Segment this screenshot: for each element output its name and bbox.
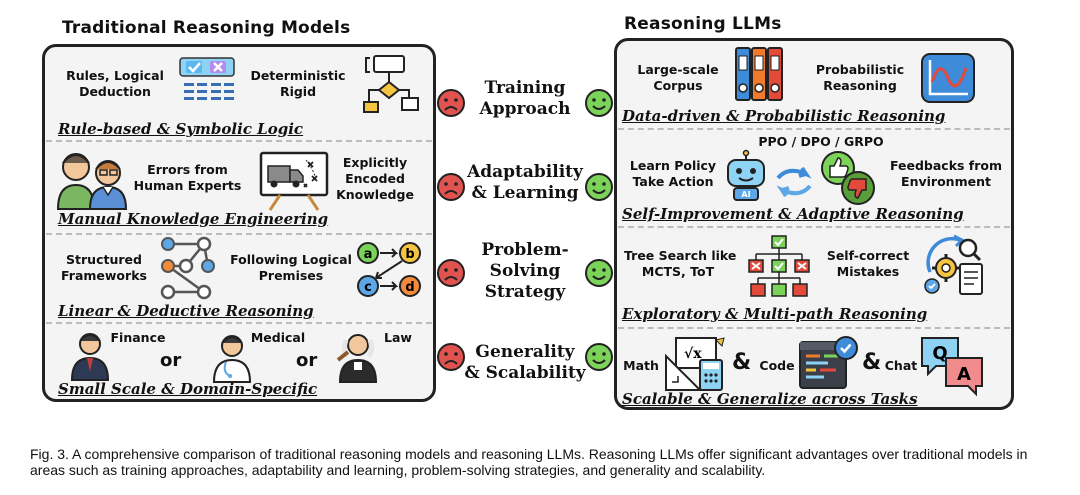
label-code: Code [759, 358, 795, 373]
comparison-problem-solving-strategy: Problem- Solving Strategy [481, 240, 569, 302]
label-medical: Medical [250, 330, 306, 345]
happy-face-icon [585, 259, 613, 287]
happy-face-icon [585, 173, 613, 201]
right-divider-3 [618, 327, 1010, 329]
self-correct-gear-icon [924, 234, 983, 295]
connector-or-1: or [160, 350, 182, 371]
flow-letter-a: a [364, 247, 373, 262]
label-structured-frameworks: Structured Frameworks [61, 252, 147, 283]
label-following-logical-premises: Following Logical Premises [230, 252, 352, 283]
chat-letter-a: A [957, 364, 971, 385]
connector-ampersand-2: & [862, 350, 882, 375]
happy-face-icon [585, 89, 613, 117]
connector-ampersand-1: & [732, 350, 752, 375]
probability-curve-icon [921, 53, 975, 103]
robot-ai-tag: AI [741, 190, 750, 199]
refresh-cycle-icon [776, 166, 812, 198]
label-deterministic-rigid: Deterministic Rigid [250, 68, 346, 99]
label-chat: Chat [884, 358, 918, 373]
label-errors-human-experts: Errors from Human Experts [133, 162, 242, 193]
code-window-icon [799, 336, 858, 389]
label-self-correct-mistakes: Self-correct Mistakes [826, 248, 910, 279]
label-tree-search: Tree Search like MCTS, ToT [624, 248, 737, 279]
label-ppo-dpo-grpo: PPO / DPO / GRPO [758, 134, 884, 149]
label-large-scale-corpus: Large-scale Corpus [637, 62, 719, 93]
network-graph-icon [160, 236, 215, 300]
row-title-linear-deductive: Linear & Deductive Reasoning [58, 302, 314, 320]
happy-face-icon [585, 343, 613, 371]
tree-search-icon [748, 235, 810, 297]
sad-face-icon [437, 343, 465, 371]
chat-bubbles-icon: Q A [921, 337, 983, 397]
label-feedbacks-from-environment: Feedbacks from Environment [889, 158, 1003, 189]
right-panel-title: Reasoning LLMs [624, 14, 782, 34]
checklist-icon [179, 57, 235, 100]
left-panel-title: Traditional Reasoning Models [62, 18, 351, 38]
flow-letter-c: c [364, 280, 372, 295]
row-title-data-driven: Data-driven & Probabilistic Reasoning [622, 107, 946, 125]
sad-face-icon [437, 173, 465, 201]
ai-robot-icon: AI [727, 149, 765, 201]
sad-face-icon [437, 259, 465, 287]
right-divider-2 [618, 226, 1010, 228]
left-divider-2 [46, 233, 432, 235]
right-divider-1 [618, 128, 1010, 130]
figure-caption: Fig. 3. A comprehensive comparison of tr… [30, 446, 1028, 478]
math-tools-icon: √x [665, 337, 725, 391]
label-explicitly-encoded-knowledge: Explicitly Encoded Knowledge [336, 155, 414, 202]
row-title-small-scale: Small Scale & Domain-Specific [58, 380, 318, 398]
law-judge-icon [336, 334, 378, 383]
flowchart-icon [363, 55, 419, 113]
whiteboard-truck-icon [259, 151, 329, 211]
comparison-training-approach: Training Approach [479, 78, 571, 119]
binders-corpus-icon [735, 47, 783, 101]
comparison-adaptability-learning: Adaptability & Learning [467, 162, 583, 203]
label-probabilistic-reasoning: Probabilistic Reasoning [815, 62, 905, 93]
left-divider-3 [46, 322, 432, 324]
left-divider-1 [46, 140, 432, 142]
human-experts-icon [56, 153, 128, 210]
row-title-exploratory: Exploratory & Multi-path Reasoning [622, 305, 928, 323]
label-math: Math [623, 358, 659, 373]
thumbs-up-down-icon [821, 151, 875, 205]
label-learn-policy-take-action: Learn Policy Take Action [629, 158, 717, 189]
comparison-generality-scalability: Generality & Scalability [464, 342, 586, 383]
label-finance: Finance [110, 330, 166, 345]
sad-face-icon [437, 89, 465, 117]
connector-or-2: or [296, 350, 318, 371]
abcd-flow-icon: a b c d [357, 242, 421, 297]
label-law: Law [384, 330, 412, 345]
flow-letter-d: d [405, 280, 414, 295]
row-title-self-improvement: Self-Improvement & Adaptive Reasoning [622, 205, 964, 223]
row-title-manual-knowledge: Manual Knowledge Engineering [58, 210, 329, 228]
finance-person-icon [70, 333, 110, 381]
label-rules-logical-deduction: Rules, Logical Deduction [66, 68, 164, 99]
flow-letter-b: b [405, 247, 414, 262]
row-title-scalable: Scalable & Generalize across Tasks [622, 390, 918, 408]
medical-doctor-icon [212, 335, 252, 383]
chat-letter-q: Q [932, 343, 947, 364]
row-title-rule-based: Rule-based & Symbolic Logic [58, 120, 304, 138]
svg-text:√x: √x [684, 346, 702, 362]
